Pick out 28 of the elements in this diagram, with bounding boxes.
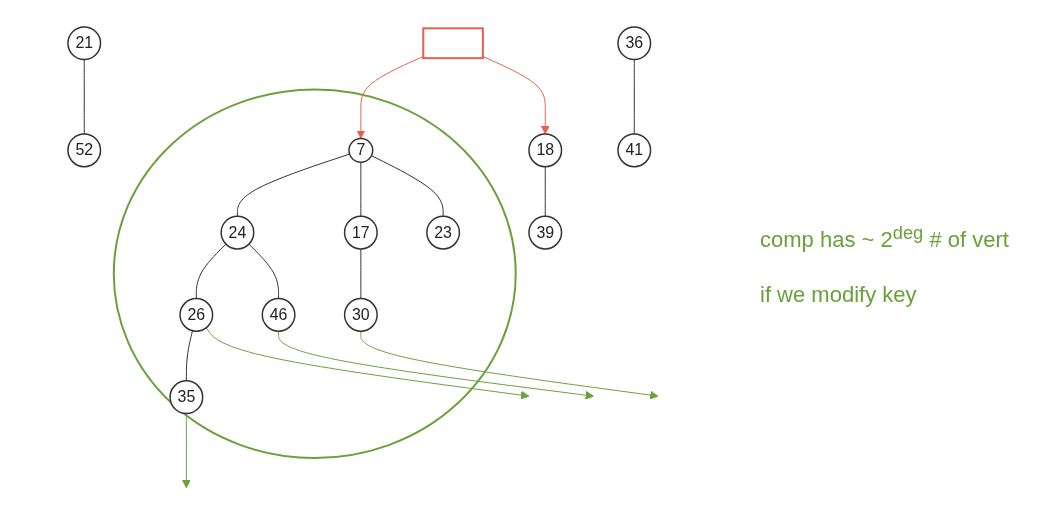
node-box (421, 27, 484, 60)
connector (236, 153, 350, 217)
connector (359, 248, 361, 300)
node-circle: 18 (527, 133, 562, 168)
node-circle: 36 (616, 26, 651, 61)
node-circle: 24 (219, 215, 254, 250)
node-circle: 41 (616, 133, 651, 168)
node-circle: 26 (178, 297, 213, 332)
cluster (112, 88, 517, 460)
connector (544, 166, 546, 217)
node-circle: 21 (66, 26, 101, 61)
node-circle: 46 (261, 297, 296, 332)
handwritten-note: if we modify key (760, 281, 918, 308)
handwritten-note: comp has ~ 2$^{deg}$ # of vert (760, 222, 1010, 254)
node-circle: 35 (168, 380, 203, 415)
node-circle: 39 (527, 215, 562, 250)
node-circle: 7 (347, 137, 373, 164)
connector (83, 59, 85, 135)
connector (359, 161, 361, 217)
node-circle: 17 (343, 215, 378, 250)
node-circle: 30 (343, 297, 378, 332)
node-circle: 23 (425, 215, 460, 250)
node-circle: 52 (66, 133, 101, 168)
connector (247, 243, 279, 300)
connector (370, 155, 444, 217)
connector (195, 243, 226, 300)
connector (633, 59, 635, 135)
connector (185, 330, 193, 382)
